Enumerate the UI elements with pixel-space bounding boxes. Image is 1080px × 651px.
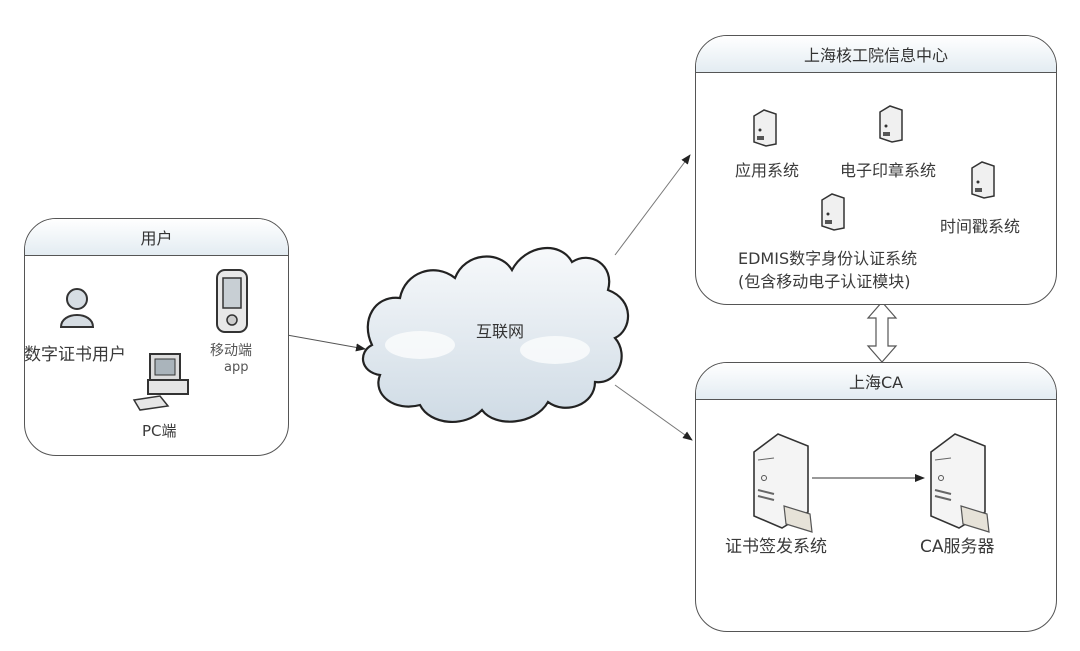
timestamp-system-server-icon <box>971 161 995 199</box>
edmis-label-line1: EDMIS数字身份认证系统 <box>738 249 918 268</box>
seal-system-label: 电子印章系统 <box>840 161 937 180</box>
arrow-internet-to-info-center <box>614 154 691 256</box>
cert-user-label: 数字证书用户 <box>24 345 126 365</box>
user-panel: 用户 <box>24 218 289 456</box>
arrow-user-to-internet <box>286 334 366 352</box>
ca-server-icon <box>930 433 990 533</box>
info-center-panel-header: 上海核工院信息中心 <box>696 36 1056 73</box>
app-system-label: 应用系统 <box>735 161 800 180</box>
seal-system-server-icon <box>879 105 903 143</box>
shanghai-ca-panel: 上海CA <box>695 362 1057 632</box>
arrow-internet-to-ca <box>614 384 693 441</box>
mobile-label-line1: 移动端 <box>210 343 252 359</box>
pc-label: PC端 <box>142 422 177 440</box>
edmis-server-icon <box>821 193 845 231</box>
ca-server-label: CA服务器 <box>920 537 995 557</box>
shanghai-ca-panel-title: 上海CA <box>848 373 904 392</box>
user-panel-title: 用户 <box>140 229 173 248</box>
app-system-server-icon <box>753 109 777 147</box>
mobile-label-line2: app <box>224 360 249 375</box>
cert-issue-server-icon <box>753 433 813 533</box>
info-center-panel: 上海核工院信息中心 <box>695 35 1057 305</box>
internet-label: 互联网 <box>475 322 524 341</box>
shanghai-ca-panel-header: 上海CA <box>696 363 1056 400</box>
mobile-device-icon <box>216 269 248 333</box>
user-icon <box>59 288 95 328</box>
internet-cloud <box>362 247 630 423</box>
cert-issue-label: 证书签发系统 <box>725 537 827 557</box>
info-center-panel-title: 上海核工院信息中心 <box>803 46 948 65</box>
timestamp-system-label: 时间戳系统 <box>940 217 1021 236</box>
pc-icon <box>132 353 189 411</box>
edmis-label-line2: (包含移动电子认证模块) <box>738 272 911 291</box>
user-panel-header: 用户 <box>25 219 288 256</box>
